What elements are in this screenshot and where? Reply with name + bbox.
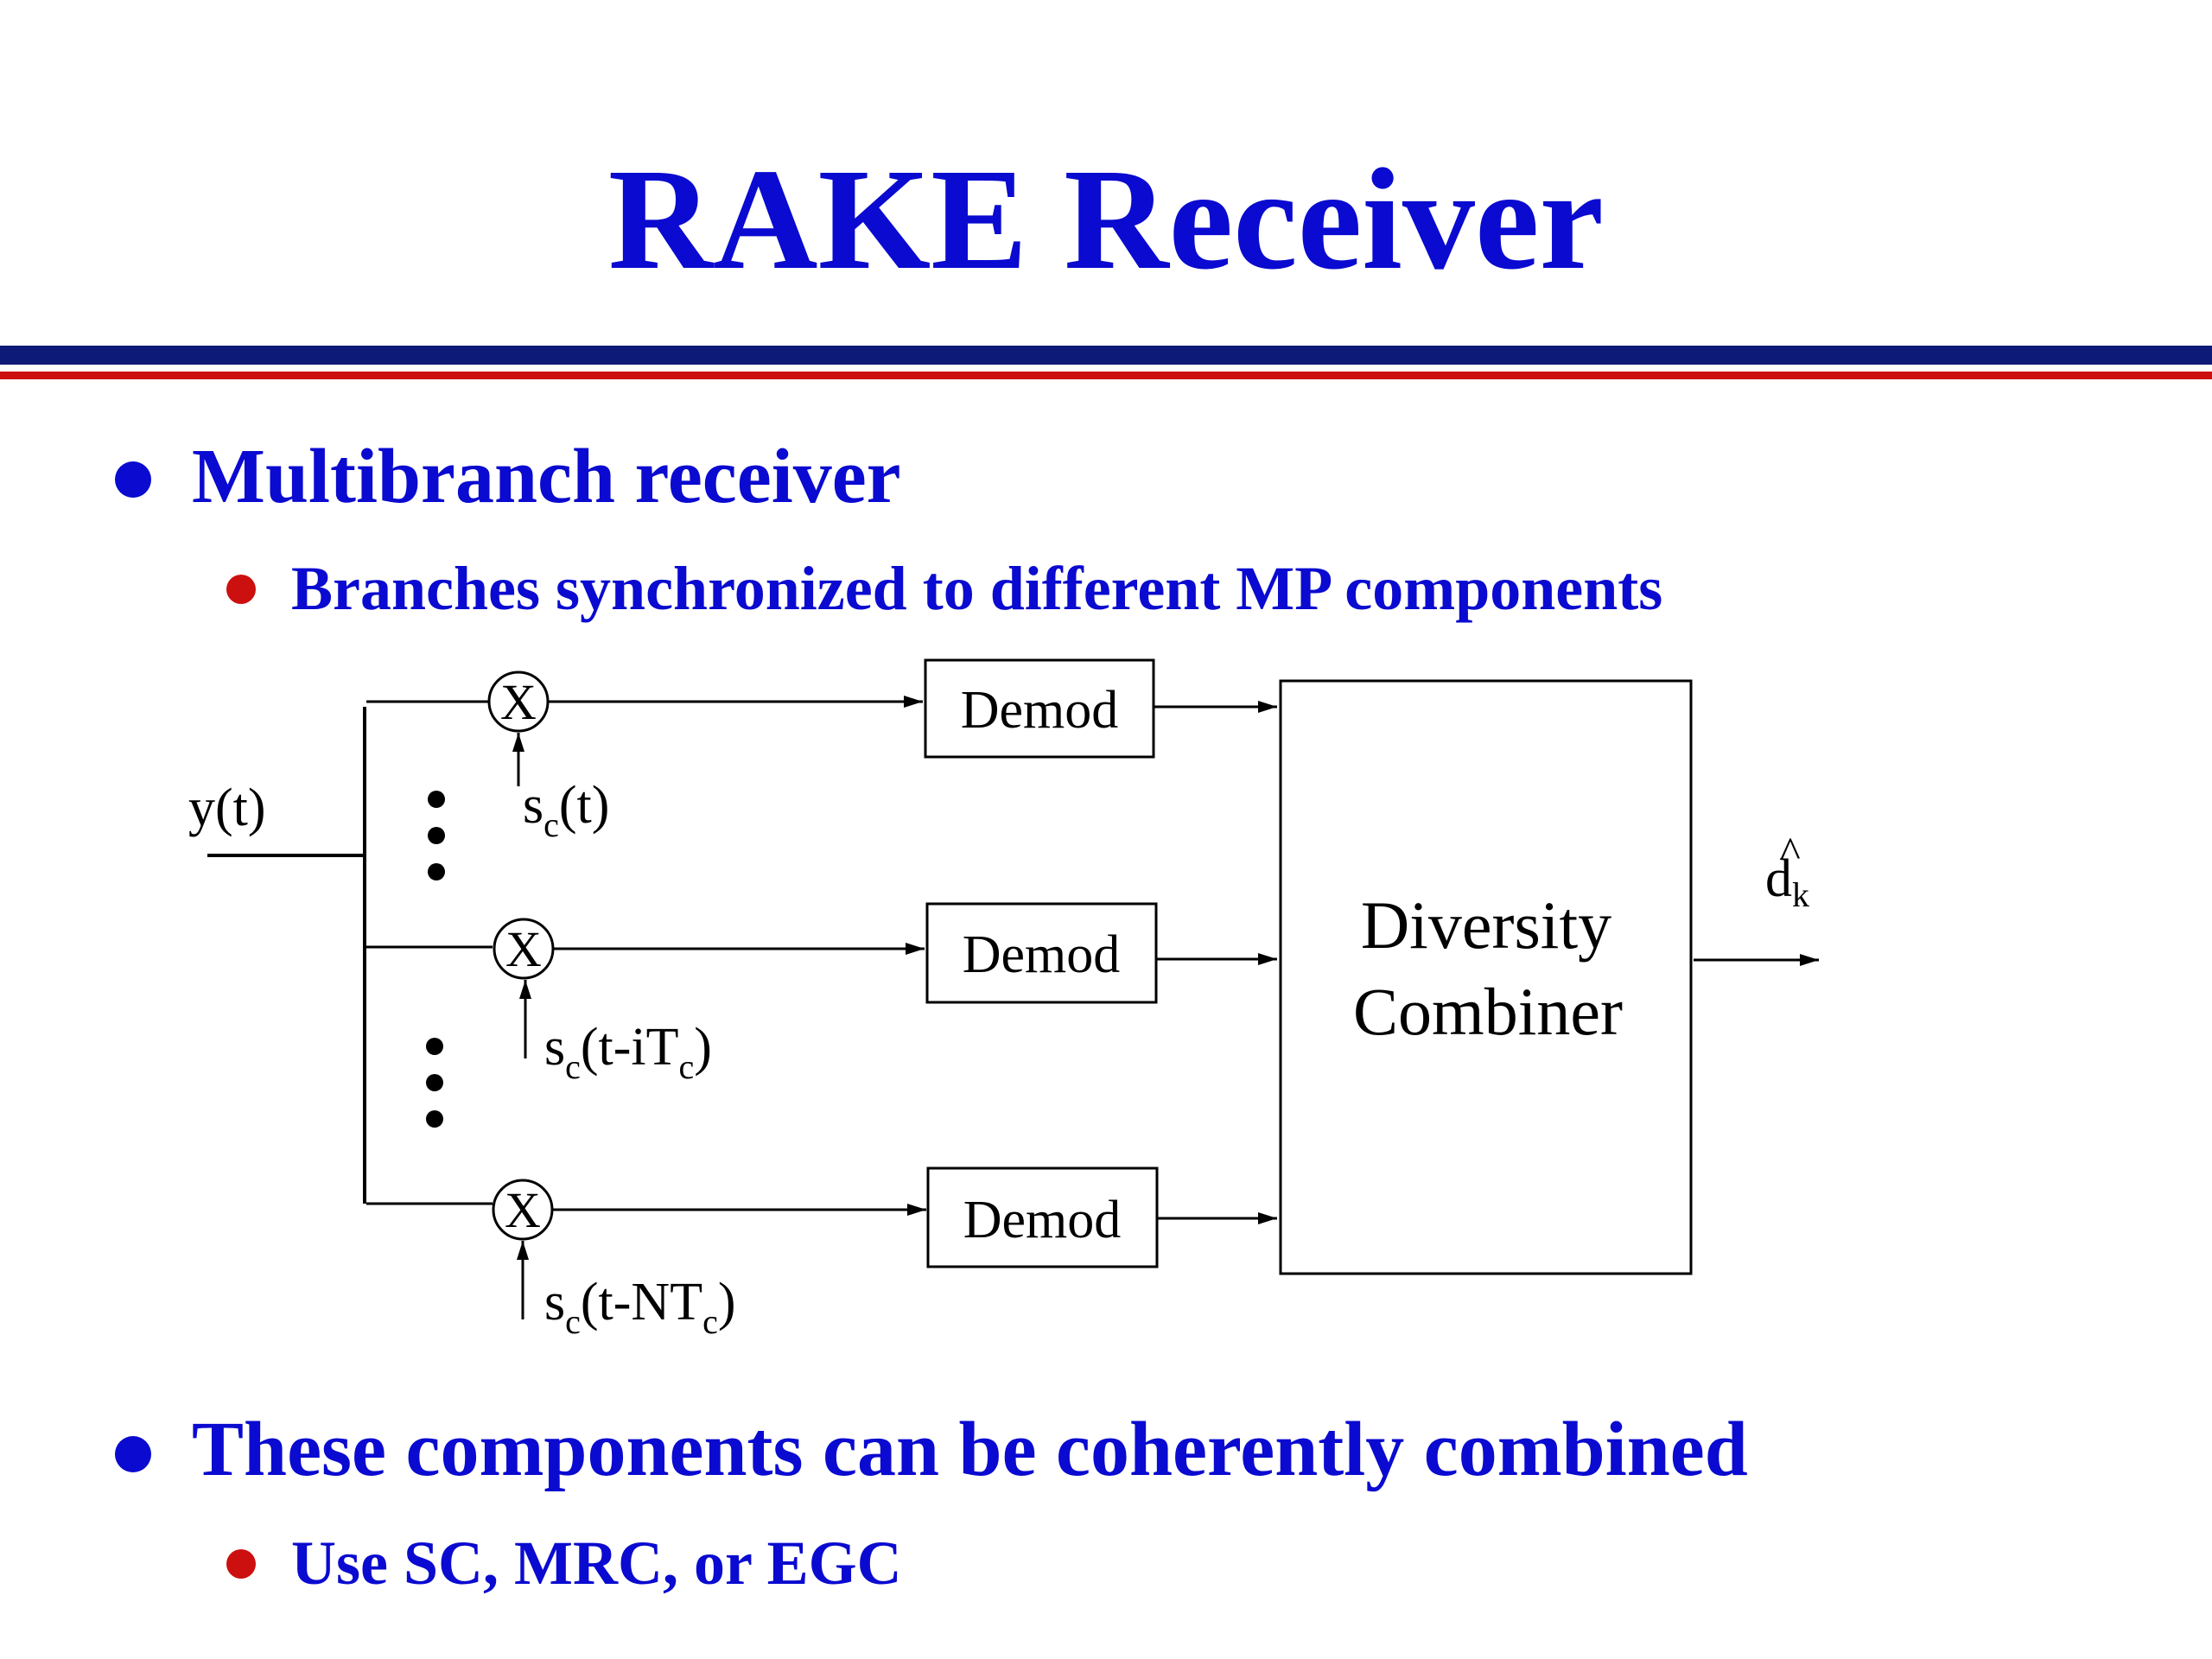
bullet-1: Multibranch receiver [192,434,901,519]
spreading-code-2: sc(t-iTc) [544,1018,712,1086]
combiner-label-line2: Combiner [1353,974,1623,1049]
combiner-label-line1: Diversity [1361,887,1611,963]
title-rule-red [0,372,2212,379]
output-signal: dk ^ [1694,828,1819,966]
input-signal: y(t) [188,779,363,857]
demod-block-3 [926,1166,1159,1268]
sub-bullet-1: Branches synchronized to different MP co… [291,554,1663,623]
title-rule-navy [0,346,2212,365]
input-label: y(t) [188,779,266,837]
sub-bullet-dot-1 [226,575,256,604]
output-hat-symbol: ^ [1780,828,1800,876]
multiplier-2-symbol: X [505,921,542,977]
branch-1: X sc(t) Demod [366,658,1277,844]
bullet-dot-2 [115,1436,151,1472]
demod-block-1 [924,658,1155,759]
demod-label-3: Demod [963,1191,1122,1249]
branch-ellipsis-2 [426,1038,443,1128]
demod-block-2 [925,902,1158,1004]
multiplier-1-symbol: X [500,674,537,730]
bullet-2: These components can be coherently combi… [192,1407,1748,1492]
spreading-code-3: sc(t-NTc) [544,1273,736,1341]
sub-bullet-dot-2 [226,1549,256,1579]
branch-3: X sc(t-NTc) Demod [366,1166,1277,1341]
demod-label-2: Demod [963,925,1121,984]
demod-label-1: Demod [961,681,1119,740]
diversity-combiner: Diversity Combiner [1279,679,1693,1275]
bullet-dot-1 [115,461,151,498]
output-estimate-label: dk [1765,849,1809,914]
sub-bullet-2: Use SC, MRC, or EGC [291,1529,902,1598]
spreading-code-1: sc(t) [523,776,609,844]
multiplier-3-symbol: X [505,1182,541,1238]
slide-title: RAKE Receiver [607,139,1605,300]
branch-2: X sc(t-iTc) Demod [366,902,1277,1086]
branch-ellipsis-1 [428,791,445,880]
